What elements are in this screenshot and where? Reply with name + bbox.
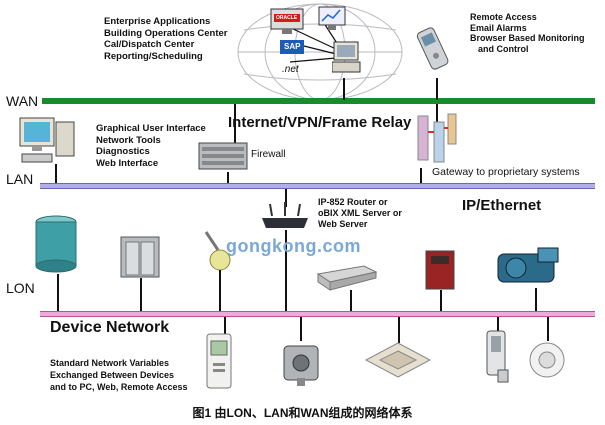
server-pc-icon xyxy=(331,40,362,81)
connector-line xyxy=(55,164,57,184)
text-line: Building Operations Center xyxy=(104,27,228,39)
enterprise-apps-text: Enterprise Applications Building Operati… xyxy=(104,16,228,62)
text-line: Web Server xyxy=(318,219,368,229)
watermark-text: gongkong.com xyxy=(226,236,361,256)
connector-line xyxy=(234,104,236,144)
text-line: Graphical User Interface xyxy=(96,123,206,134)
connector-line xyxy=(224,317,226,335)
oracle-label: ORACLE xyxy=(276,15,298,21)
connector-line xyxy=(300,317,302,341)
firewall-label: Firewall xyxy=(251,149,286,160)
lon-bus xyxy=(40,311,595,317)
standard-variables-text: Standard Network Variables Exchanged Bet… xyxy=(50,357,188,393)
lan-label: LAN xyxy=(6,171,34,187)
text-line: and Control xyxy=(478,43,529,54)
text-line: Exchanged Between Devices xyxy=(50,370,175,380)
ip-ethernet-title: IP/Ethernet xyxy=(462,197,542,214)
device-network-title: Device Network xyxy=(50,319,170,336)
internet-vpn-title: Internet/VPN/Frame Relay xyxy=(228,114,412,131)
chart-monitor-icon xyxy=(318,6,346,37)
connector-line xyxy=(285,230,287,312)
smoke-detector-icon xyxy=(527,340,567,385)
mobile-phone-icon xyxy=(414,24,454,79)
keypad-lock-icon xyxy=(484,330,510,391)
text-line: Cal/Dispatch Center xyxy=(104,39,195,50)
lon-label: LON xyxy=(6,280,35,296)
connector-line xyxy=(547,317,549,341)
compressor-icon xyxy=(496,244,568,293)
wan-bus xyxy=(42,98,595,104)
meter-box-icon xyxy=(425,250,455,295)
water-tank-icon xyxy=(34,214,78,279)
actuator-icon xyxy=(280,340,324,393)
elevator-icon xyxy=(120,236,160,283)
connector-line xyxy=(436,104,438,126)
gui-tools-text: Graphical User Interface Network Tools D… xyxy=(96,123,206,169)
gateway-device-icon xyxy=(412,112,460,173)
text-line: Enterprise Applications xyxy=(104,16,211,27)
remote-access-text: Remote Access Email Alarms Browser Based… xyxy=(470,12,585,54)
connector-line xyxy=(227,172,229,184)
text-line: Email Alarms xyxy=(470,22,527,33)
text-line: and to PC, Web, Remote Access xyxy=(50,382,188,392)
router-icon xyxy=(258,202,312,237)
text-line: IP-852 Router or xyxy=(318,197,388,207)
text-line: Standard Network Variables xyxy=(50,358,170,368)
sap-label: SAP xyxy=(284,42,301,51)
connector-line xyxy=(420,168,422,184)
dotnet-label: .net xyxy=(282,64,299,75)
text-line: Network Tools xyxy=(96,134,161,146)
text-line: oBIX XML Server or xyxy=(318,208,402,218)
thermostat-icon xyxy=(206,333,232,394)
text-line: Browser Based Monitoring xyxy=(470,33,585,43)
gateway-label: Gateway to proprietary systems xyxy=(432,166,580,178)
lan-bus xyxy=(40,183,595,189)
connector-line xyxy=(436,78,438,100)
controller-module-icon xyxy=(316,264,378,297)
connector-line xyxy=(440,290,442,312)
text-line: Web Interface xyxy=(96,157,159,169)
connector-line xyxy=(343,78,345,100)
firewall-device-icon xyxy=(198,142,250,177)
text-line: Reporting/Scheduling xyxy=(104,50,203,62)
connector-line xyxy=(350,290,352,312)
oracle-monitor-icon: ORACLE xyxy=(270,8,304,43)
sap-icon: SAP xyxy=(280,40,304,61)
wan-label: WAN xyxy=(6,93,39,109)
router-text: IP-852 Router or oBIX XML Server or Web … xyxy=(318,197,402,230)
connector-line xyxy=(219,270,221,312)
connector-line xyxy=(535,288,537,312)
ceiling-diffuser-icon xyxy=(364,341,432,384)
connector-line xyxy=(398,317,400,343)
connector-line xyxy=(497,317,499,331)
connector-line xyxy=(285,189,287,207)
text-line: Diagnostics xyxy=(96,146,150,157)
lamp-icon xyxy=(200,230,234,281)
connector-line xyxy=(57,274,59,312)
connector-line xyxy=(140,278,142,312)
workstation-icon xyxy=(18,116,78,173)
text-line: Remote Access xyxy=(470,12,537,22)
figure-caption: 图1 由LON、LAN和WAN组成的网络体系 xyxy=(192,406,413,420)
